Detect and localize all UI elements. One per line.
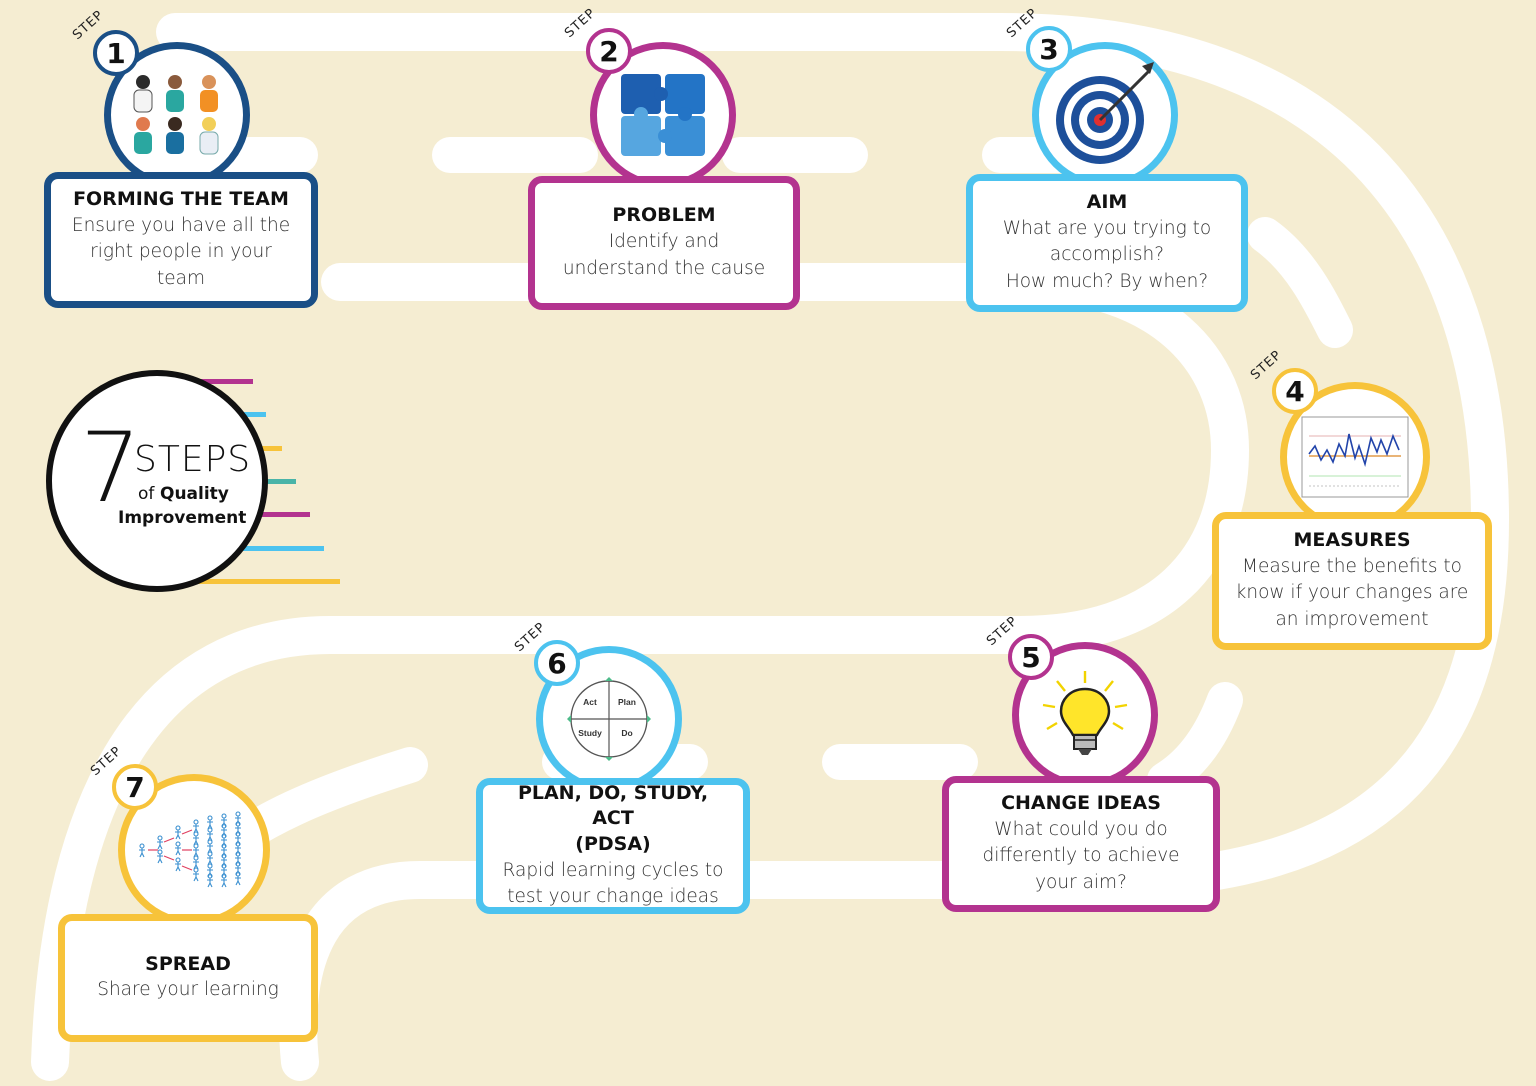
- pdsa-act-label: Act: [583, 697, 597, 707]
- step-4-description: Measure the benefits to know if your cha…: [1235, 555, 1469, 631]
- logo-improvement-word: Improvement: [118, 508, 247, 528]
- logo-number: 7: [80, 412, 142, 524]
- step-2-description: Identify and understand the cause: [562, 231, 766, 279]
- step-5-description: What could you do differently to achieve…: [982, 818, 1180, 894]
- step-3-number-badge: 3: [1026, 26, 1072, 72]
- step-4-number-badge: 4: [1272, 368, 1318, 414]
- logo-stripe: [190, 379, 253, 384]
- pdsa-cycle-icon: Act Plan Study Do: [567, 677, 651, 761]
- step-7-description: Share your learning: [97, 979, 279, 1001]
- step-7-title: SPREAD: [145, 952, 231, 975]
- pdsa-study-label: Study: [578, 728, 602, 738]
- step-4-card: MEASURES Measure the benefits to know if…: [1212, 512, 1492, 650]
- pdsa-plan-label: Plan: [618, 697, 636, 707]
- pdsa-do-label: Do: [621, 728, 632, 738]
- step-7-icon-circle: [118, 774, 270, 926]
- step-3-card: AIM What are you trying to accomplish? H…: [966, 174, 1248, 312]
- step-2-title: PROBLEM: [612, 204, 716, 227]
- step-6-title: PLAN, DO, STUDY, ACT (PDSA): [517, 781, 709, 856]
- step-6-description: Rapid learning cycles to test your chang…: [502, 859, 724, 908]
- step-1-card: FORMING THE TEAM Ensure you have all the…: [44, 172, 318, 308]
- step-7-card: SPREAD Share your learning: [58, 914, 318, 1042]
- step-5-card: CHANGE IDEAS What could you do different…: [942, 776, 1220, 912]
- step-1-title: FORMING THE TEAM: [73, 187, 289, 210]
- step-3-title: AIM: [1086, 190, 1128, 213]
- step-3-icon-circle: [1032, 42, 1178, 188]
- run-chart-icon: [1301, 416, 1409, 498]
- step-6-number-badge: 6: [534, 640, 580, 686]
- logo-of-word: of: [138, 484, 155, 504]
- puzzle-icon: [621, 74, 705, 156]
- logo-quality-word: Quality: [160, 484, 229, 504]
- logo-7-steps: 7 STEPS of Quality Improvement: [46, 370, 268, 592]
- step-3-description: What are you trying to accomplish? How m…: [1002, 217, 1212, 293]
- target-icon: [1056, 62, 1154, 164]
- step-2-number-badge: 2: [586, 28, 632, 74]
- step-1-description: Ensure you have all the right people in …: [71, 214, 291, 290]
- step-1-number-badge: 1: [93, 30, 139, 76]
- step-2-card: PROBLEM Identify and understand the caus…: [528, 176, 800, 310]
- logo-steps-word: STEPS: [134, 439, 252, 480]
- logo-stripe: [190, 579, 340, 584]
- spread-people-icon: [139, 811, 241, 888]
- team-icon: [133, 75, 219, 155]
- step-7-number-badge: 7: [112, 764, 158, 810]
- lightbulb-icon: [1042, 671, 1128, 755]
- step-5-number-badge: 5: [1008, 634, 1054, 680]
- step-4-title: MEASURES: [1293, 528, 1411, 551]
- step-5-title: CHANGE IDEAS: [1001, 791, 1161, 814]
- step-6-card: PLAN, DO, STUDY, ACT (PDSA) Rapid learni…: [476, 778, 750, 914]
- step-6-icon-circle: Act Plan Study Do: [536, 646, 682, 792]
- logo-stripe: [190, 546, 324, 551]
